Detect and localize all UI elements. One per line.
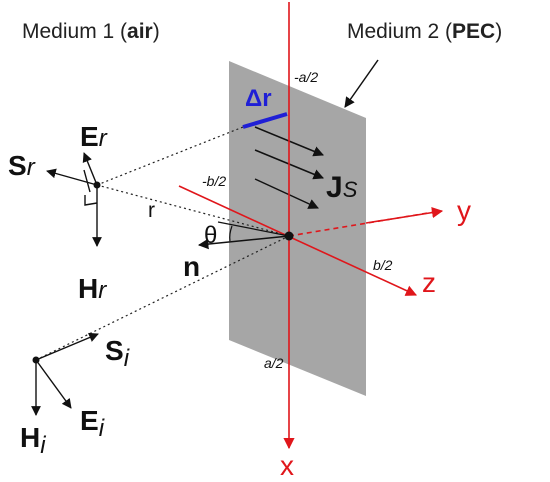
medium2-pointer-arrow xyxy=(344,59,379,108)
neg-a-half-label: -a/2 xyxy=(294,69,318,85)
y-axis-arrow xyxy=(365,207,444,224)
Si-label: Si xyxy=(105,335,130,372)
neg-b-half-label: -b/2 xyxy=(202,173,226,189)
Er-label: Er xyxy=(80,121,108,152)
z-axis-label: z xyxy=(422,267,436,298)
r-label: r xyxy=(148,199,155,222)
y-axis-label: y xyxy=(457,195,471,226)
surface-current-label: JS xyxy=(326,171,358,204)
Hi-label: Hi xyxy=(20,422,46,459)
axes xyxy=(178,2,444,450)
normal-vector xyxy=(197,235,290,250)
pec-plate xyxy=(229,61,366,396)
right-angle-mark xyxy=(84,195,98,206)
helper-line xyxy=(83,169,91,193)
dotted-line-r xyxy=(96,184,290,237)
dotted-line-incident xyxy=(35,235,290,361)
theta-arc xyxy=(229,225,233,242)
Sr-label: Sr xyxy=(8,150,36,181)
medium2-label: Medium 2 (PEC) xyxy=(347,20,502,43)
Sr-vector xyxy=(46,168,98,186)
reflected-ray xyxy=(217,221,290,237)
reflected-field-vectors xyxy=(46,152,102,247)
Si-vector xyxy=(35,332,99,361)
Hr-label: Hr xyxy=(78,273,107,304)
medium1-label: Medium 1 (air) xyxy=(22,20,160,43)
incident-point-dot xyxy=(32,356,40,364)
z-axis-line xyxy=(178,185,418,296)
theta-label: θ xyxy=(204,222,217,249)
dotted-line-top xyxy=(96,126,244,186)
pos-a-half-label: a/2 xyxy=(264,355,284,371)
Ei-vector xyxy=(35,359,72,409)
dotted-lines xyxy=(35,126,290,361)
pos-b-half-label: b/2 xyxy=(373,257,393,273)
incident-field-vectors xyxy=(31,332,99,416)
delta-r-label: Δr xyxy=(245,85,272,112)
normal-label: n xyxy=(183,251,200,282)
reflected-point-dot xyxy=(93,181,101,189)
current-arrow xyxy=(254,178,319,209)
delta-r-segment xyxy=(242,112,288,129)
Er-vector xyxy=(82,152,98,186)
x-axis-label: x xyxy=(280,450,294,481)
Ei-label: Ei xyxy=(80,405,105,442)
